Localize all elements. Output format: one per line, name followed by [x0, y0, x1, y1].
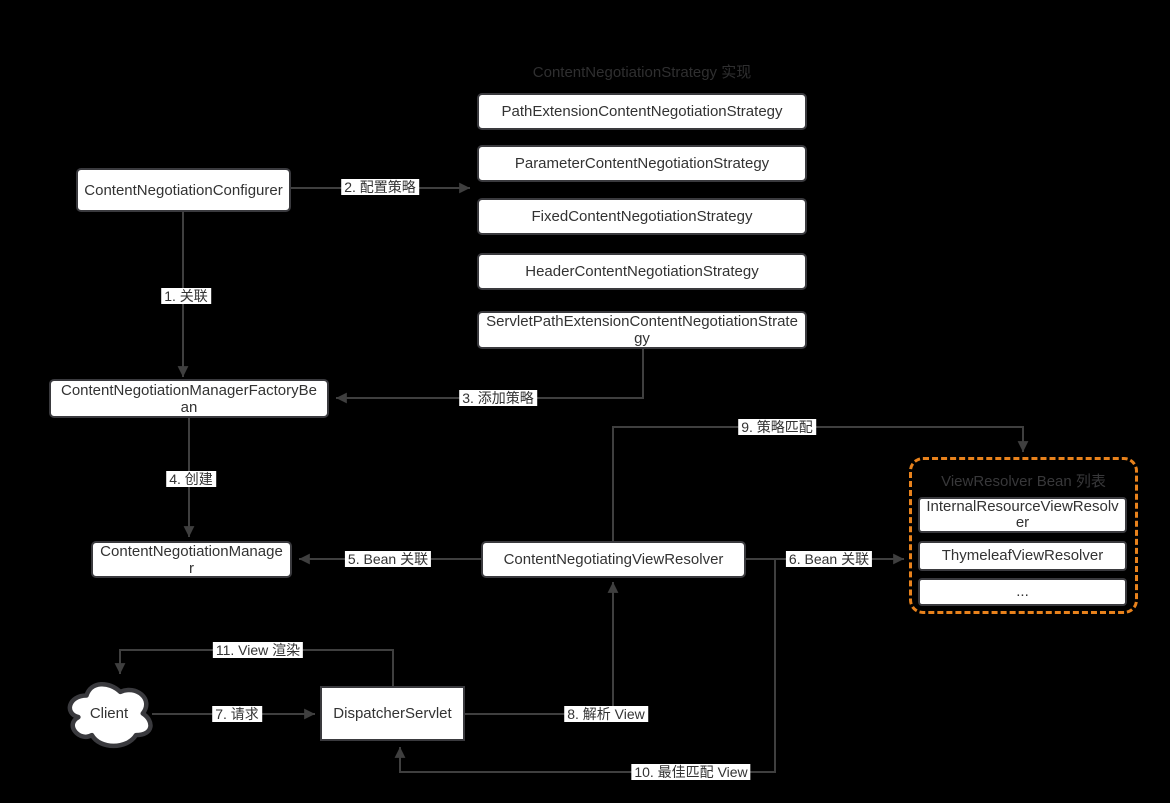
edge-label-2: 2. 配置策略 — [341, 179, 419, 195]
edge-label-3: 3. 添加策略 — [459, 390, 537, 406]
edge-label-5: 5. Bean 关联 — [344, 551, 432, 567]
node-manager-factory-bean: ContentNegotiationManagerFactoryBean — [49, 379, 329, 418]
client-cloud: Client — [64, 676, 154, 751]
node-path-extension-strategy: PathExtensionContentNegotiationStrategy — [477, 93, 807, 130]
strategy-group-title: ContentNegotiationStrategy 实现 — [532, 64, 752, 81]
edge-label-7: 7. 请求 — [212, 706, 262, 722]
edge-label-10: 10. 最佳匹配 View — [631, 764, 751, 780]
edge-3-line — [336, 348, 644, 404]
node-fixed-strategy: FixedContentNegotiationStrategy — [477, 198, 807, 235]
edge-8-line — [465, 582, 619, 715]
node-more-view-resolvers: ... — [918, 578, 1127, 606]
edge-label-1: 1. 关联 — [161, 288, 211, 304]
edge-10-line — [394, 559, 776, 773]
edge-label-11: 11. View 渲染 — [212, 642, 304, 658]
view-resolver-bean-list-group: ViewResolver Bean 列表 InternalResourceVie… — [909, 457, 1138, 614]
edge-label-8: 8. 解析 View — [564, 706, 648, 722]
node-dispatcher-servlet: DispatcherServlet — [320, 686, 465, 741]
client-label: Client — [89, 705, 129, 722]
node-parameter-strategy: ParameterContentNegotiationStrategy — [477, 145, 807, 182]
edge-label-4: 4. 创建 — [166, 471, 216, 487]
view-resolver-group-title: ViewResolver Bean 列表 — [941, 473, 1106, 490]
node-internal-resource-view-resolver: InternalResourceViewResolver — [918, 497, 1127, 533]
node-servlet-path-extension-strategy: ServletPathExtensionContentNegotiationSt… — [477, 311, 807, 349]
edge-9-line — [612, 426, 1029, 541]
node-thymeleaf-view-resolver: ThymeleafViewResolver — [918, 541, 1127, 571]
edge-label-9: 9. 策略匹配 — [738, 419, 816, 435]
edge-label-6: 6. Bean 关联 — [785, 551, 873, 567]
node-content-negotiation-manager: ContentNegotiationManager — [91, 541, 292, 578]
node-content-negotiation-configurer: ContentNegotiationConfigurer — [76, 168, 291, 212]
node-content-negotiating-view-resolver: ContentNegotiatingViewResolver — [481, 541, 746, 578]
node-header-strategy: HeaderContentNegotiationStrategy — [477, 253, 807, 290]
cloud-shape-icon — [67, 682, 153, 749]
